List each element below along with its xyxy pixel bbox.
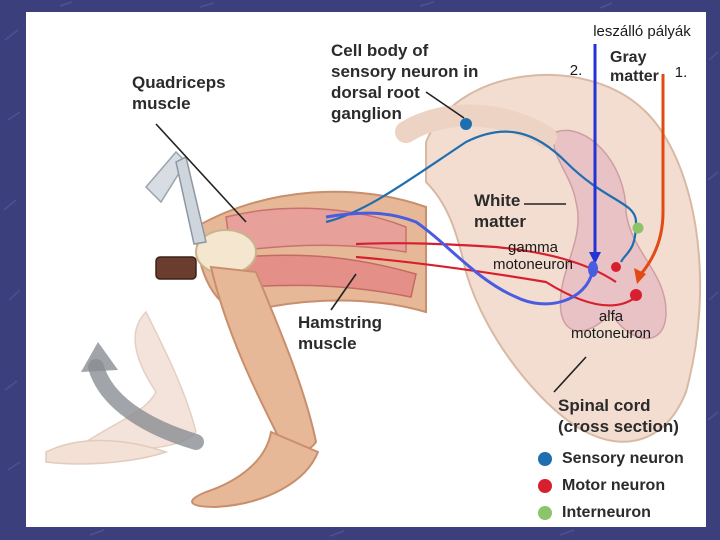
tract-1-arrowhead <box>634 268 646 284</box>
tract-1-arrow <box>639 74 665 275</box>
legend-label: Interneuron <box>562 504 651 521</box>
quadriceps-label: Quadriceps muscle <box>132 73 226 113</box>
legend-label: Sensory neuron <box>562 450 684 467</box>
descending-tracts-label: leszálló pályák <box>593 23 691 40</box>
tract-1-label: 1. <box>674 64 688 81</box>
interneuron-cell-body <box>632 222 644 234</box>
motor-legend-dot <box>538 479 552 493</box>
alfa-motoneuron-label: alfa motoneuron <box>570 308 652 342</box>
spinal-cord-label: Spinal cord (cross section) <box>558 396 679 436</box>
gamma-pathway <box>325 211 595 306</box>
diagram-slide: leszálló pályák 2. 1. Gray matter Cell b… <box>26 12 706 527</box>
legend-label: Motor neuron <box>562 477 666 494</box>
motor-pathway <box>355 242 637 307</box>
cell-body-label: Cell body of sensory neuron in dorsal ro… <box>331 41 479 123</box>
tract-2-arrowhead <box>589 252 601 264</box>
hamstring-pointer <box>330 273 357 311</box>
hamstring-label: Hamstring muscle <box>298 313 383 353</box>
gray-matter-label: Gray matter <box>610 49 659 85</box>
reflex-arc-diagram <box>45 44 702 509</box>
sensory-cell-body <box>460 118 472 130</box>
leg-illustration <box>45 150 427 509</box>
gamma-motoneuron-label: gamma motoneuron <box>492 239 574 273</box>
legend-motor: Motor neuron <box>538 475 665 497</box>
white-matter-label: White matter <box>474 191 526 231</box>
cell-body-pointer <box>425 91 465 119</box>
interneuron-legend-dot <box>538 506 552 520</box>
legend-sensory: Sensory neuron <box>538 448 684 470</box>
gamma-cell-body <box>588 261 598 277</box>
motor-cell-body-2 <box>630 289 642 301</box>
motor-cell-body-1 <box>611 262 621 272</box>
quadriceps-pointer <box>155 123 247 223</box>
tract-2-label: 2. <box>569 62 583 79</box>
legend-interneuron: Interneuron <box>538 502 651 524</box>
spinal-cord-pointer <box>553 356 587 393</box>
sensory-legend-dot <box>538 452 552 466</box>
